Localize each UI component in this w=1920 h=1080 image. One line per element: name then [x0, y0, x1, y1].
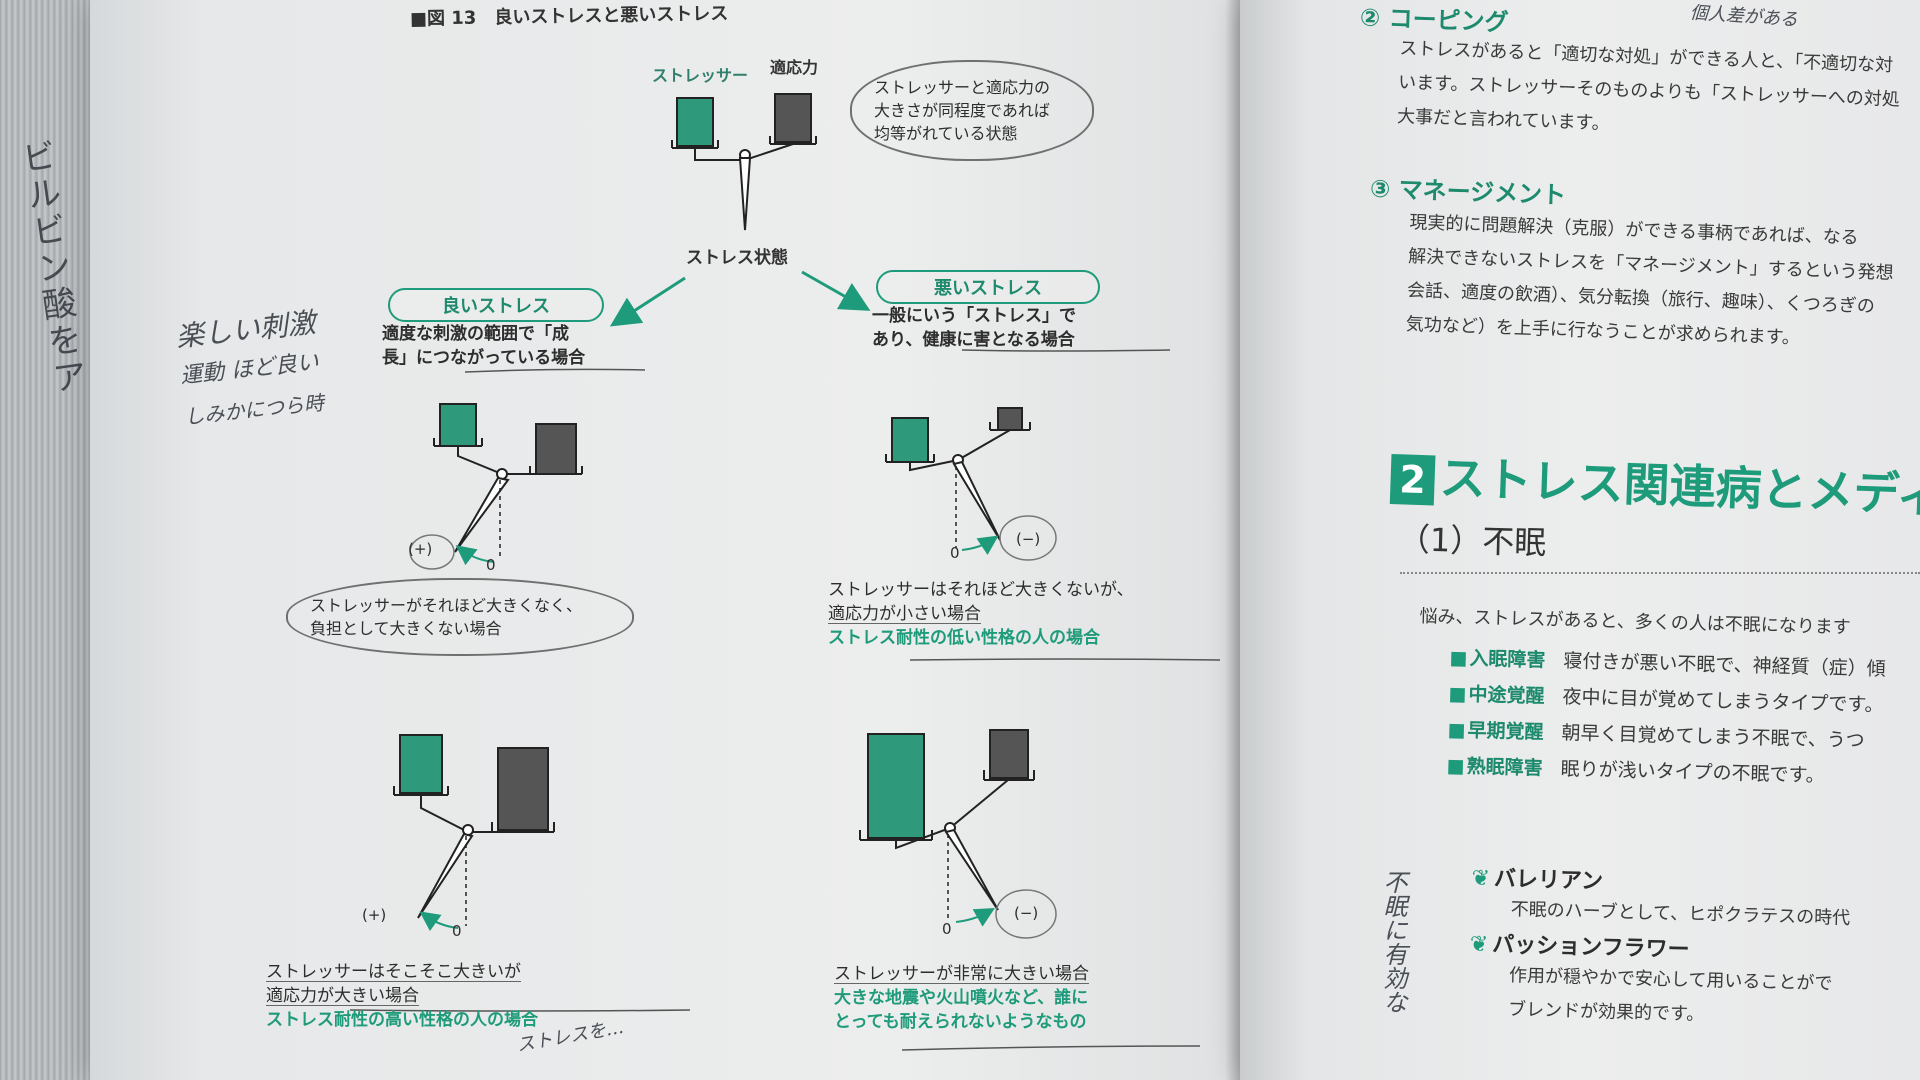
- bad2-sign: (−): [1014, 904, 1039, 922]
- herb-section: ❦バレリアン 不眠のハーブとして、ヒポクラテスの時代 ❦パッションフラワー 作用…: [1468, 860, 1920, 1038]
- good1-bubble: ストレッサーがそれほど大きくなく、 負担として大きくない場合: [286, 578, 634, 656]
- bad-stress-pill: 悪いストレス: [876, 270, 1100, 304]
- bad2-text: ストレッサーが非常に大きい場合 大きな地震や火山噴火など、誰に とっても耐えられ…: [834, 964, 1089, 1032]
- good2-text: ストレッサーはそこそこ大きいが 適応力が大きい場合 ストレス耐性の高い性格の人の…: [266, 962, 538, 1030]
- good-stress-desc: 適度な刺激の範囲で「成 長」につながっている場合: [382, 324, 586, 368]
- management-body: 現実的に問題解決（克服）ができる事柄であれば、なる 解決できないストレスを「マネ…: [1405, 211, 1894, 349]
- handwritten-note-margin: 不眠に有効な: [1379, 870, 1407, 1014]
- arrow-to-good: [609, 276, 686, 327]
- coping-heading: ② コーピング: [1359, 3, 1510, 37]
- management-heading: ③ マネージメント: [1369, 174, 1567, 210]
- good1-zero: 0: [486, 556, 496, 574]
- stress-state-label: ストレス状態: [686, 248, 788, 268]
- bad1-zero: 0: [950, 544, 960, 562]
- adaptation-box: [774, 93, 812, 143]
- chapter-number: 2: [1389, 453, 1436, 506]
- balance-bad-1: [885, 407, 1057, 561]
- stressor-label: ストレッサー: [652, 66, 749, 85]
- chapter-heading: 2 ストレス関連病とメディカ: [1389, 440, 1920, 527]
- balance-diagrams: [349, 93, 1221, 1051]
- leaf-icon: ❦: [1469, 931, 1489, 958]
- insomnia-intro: 悩み、ストレスがあると、多くの人は不眠になります: [1419, 605, 1851, 639]
- balance-bad-2: [859, 729, 1057, 939]
- balance-good-2: [393, 734, 555, 932]
- subheading-divider: [1400, 572, 1920, 574]
- bad-stress-desc: 一般にいう「ストレス」で あり、健康に害となる場合: [872, 306, 1076, 350]
- bad1-sign: (−): [1016, 530, 1041, 548]
- left-page: ■図 13 良いストレスと悪いストレス: [90, 0, 1240, 1080]
- bad1-text: ストレッサーはそれほど大きくないが、 適応力が小さい場合 ストレス耐性の低い性格…: [828, 580, 1134, 648]
- insomnia-subheading: （1）不眠: [1397, 520, 1547, 562]
- coping-body: ストレスがあると「適切な対処」ができる人と、「不適切な対 います。ストレッサーそ…: [1396, 37, 1901, 135]
- arrow-to-bad: [801, 270, 871, 311]
- chapter-title: ストレス関連病とメディカ: [1438, 450, 1920, 524]
- handwritten-note-left: 楽しい刺激 運動 ほど良い しみかにつら時: [174, 305, 326, 430]
- leaf-icon: ❦: [1471, 865, 1491, 892]
- stressor-box: [676, 97, 714, 147]
- right-page: 個人差がある ② コーピング ストレスがあると「適切な対処」ができる人と、「不適…: [1240, 0, 1920, 1080]
- balance-neutral: [671, 93, 817, 231]
- adaptation-label: 適応力: [770, 58, 819, 77]
- good2-sign: (+): [362, 906, 387, 924]
- top-bubble: ストレッサーと適応力の 大きさが同程度であれば 均等がれている状態: [850, 60, 1094, 161]
- good2-zero: 0: [452, 922, 462, 940]
- good-stress-pill: 良いストレス: [388, 288, 604, 322]
- good1-sign: (+): [408, 540, 433, 558]
- bad2-zero: 0: [942, 920, 952, 938]
- handwritten-note-top: 個人差がある: [1689, 2, 1799, 31]
- balance-good-1: [409, 403, 583, 570]
